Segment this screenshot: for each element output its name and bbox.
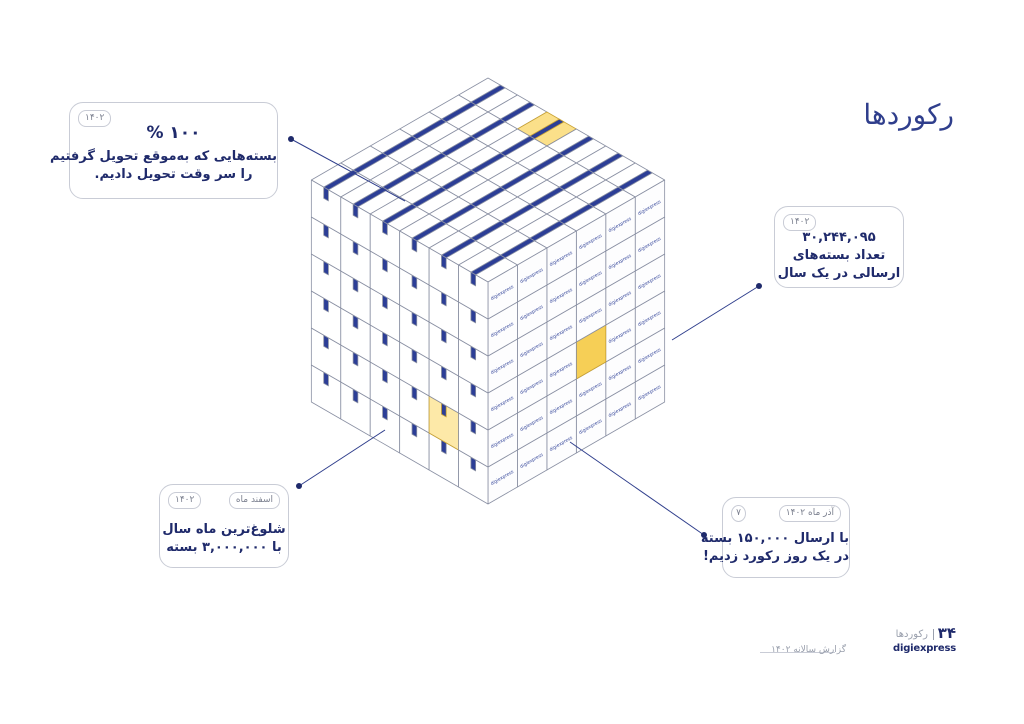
- package-box: [399, 304, 430, 360]
- package-box: digiexpress: [517, 213, 577, 286]
- package-box: [340, 307, 371, 363]
- package-box: digiexpress: [605, 233, 636, 289]
- callout-line: شلوغ‌ترین ماه سال: [162, 522, 286, 537]
- year-tag: ۱۴۰۲: [168, 492, 202, 509]
- box-tape: [441, 254, 447, 270]
- box-tape: [352, 203, 359, 219]
- callout-number: ۳۰,۲۴۴,۰۹۵: [802, 230, 876, 245]
- package-box: digiexpress: [546, 304, 577, 360]
- package-box: digiexpress: [458, 338, 518, 394]
- footer-divider: [933, 629, 934, 640]
- day-tag: ۷: [731, 505, 746, 522]
- package-box: digiexpress: [634, 216, 666, 272]
- package-box: digiexpress: [458, 449, 518, 505]
- callout-headline: ۱۰۰ %: [146, 123, 201, 143]
- package-box: digiexpress: [575, 287, 607, 343]
- package-box: digiexpress: [634, 253, 666, 309]
- brand-logo: digiexpress: [893, 643, 956, 654]
- package-box: digiexpress: [458, 412, 518, 468]
- package-box: digiexpress: [517, 432, 548, 488]
- footer-section: رکوردها: [895, 629, 928, 640]
- package-box: digiexpress: [458, 247, 518, 320]
- callout-line: با ۳,۰۰۰,۰۰۰ بسته: [166, 540, 282, 555]
- month-tag: اسفند ماه: [228, 492, 280, 509]
- package-box: digiexpress: [575, 361, 607, 417]
- callout-busiest-month: اسفند ماه ۱۴۰۲ شلوغ‌ترین ماه سال با ۳,۰۰…: [159, 484, 289, 568]
- year-tag: ۱۴۰۲: [78, 110, 112, 127]
- callout-annual-packages: ۱۴۰۲ ۳۰,۲۴۴,۰۹۵ تعداد بسته‌های ارسالی در…: [774, 206, 904, 288]
- box-tape: [323, 186, 329, 202]
- callout-line: با ارسال ۱۵۰,۰۰۰ بسته: [700, 531, 849, 546]
- page-number: ۳۴: [937, 624, 956, 642]
- package-box: digiexpress: [575, 398, 607, 454]
- callout-line: تعداد بسته‌های: [792, 248, 886, 263]
- year-tag: ۱۴۰۲: [783, 214, 817, 231]
- callout-on-time-delivery: ۱۴۰۲ ۱۰۰ % بسته‌هایی که به‌موقع تحویل گر…: [50, 102, 278, 199]
- page-title: رکوردها: [863, 98, 954, 131]
- box-left-face: [458, 264, 489, 320]
- callout-line: را سر وقت تحویل دادیم.: [94, 167, 253, 182]
- package-box: digiexpress: [575, 179, 636, 252]
- package-box: digiexpress: [546, 378, 577, 434]
- package-box: digiexpress: [517, 284, 548, 340]
- package-box: [369, 196, 430, 269]
- callout-line: بسته‌هایی که به‌موقع تحویل گرفتیم: [50, 149, 277, 164]
- box-tape: [411, 237, 418, 253]
- callout-daily-record: آذر ماه ۱۴۰۲ ۷ با ارسال ۱۵۰,۰۰۰ بسته در …: [700, 497, 850, 578]
- callout-line: ارسالی در یک سال: [777, 266, 901, 281]
- box-tape: [470, 271, 477, 287]
- box-tape: [382, 220, 388, 236]
- date-tag: آذر ماه ۱۴۰۲: [778, 505, 841, 522]
- package-box: digiexpress: [634, 364, 666, 420]
- package-box: digiexpress: [546, 267, 577, 323]
- footer-report-name: گزارش سالانه ۱۴۰۲: [771, 645, 846, 655]
- package-box: digiexpress: [487, 230, 548, 303]
- callout-line: در یک روز رکورد زدیم!: [702, 549, 849, 564]
- footer-rule: [760, 652, 835, 653]
